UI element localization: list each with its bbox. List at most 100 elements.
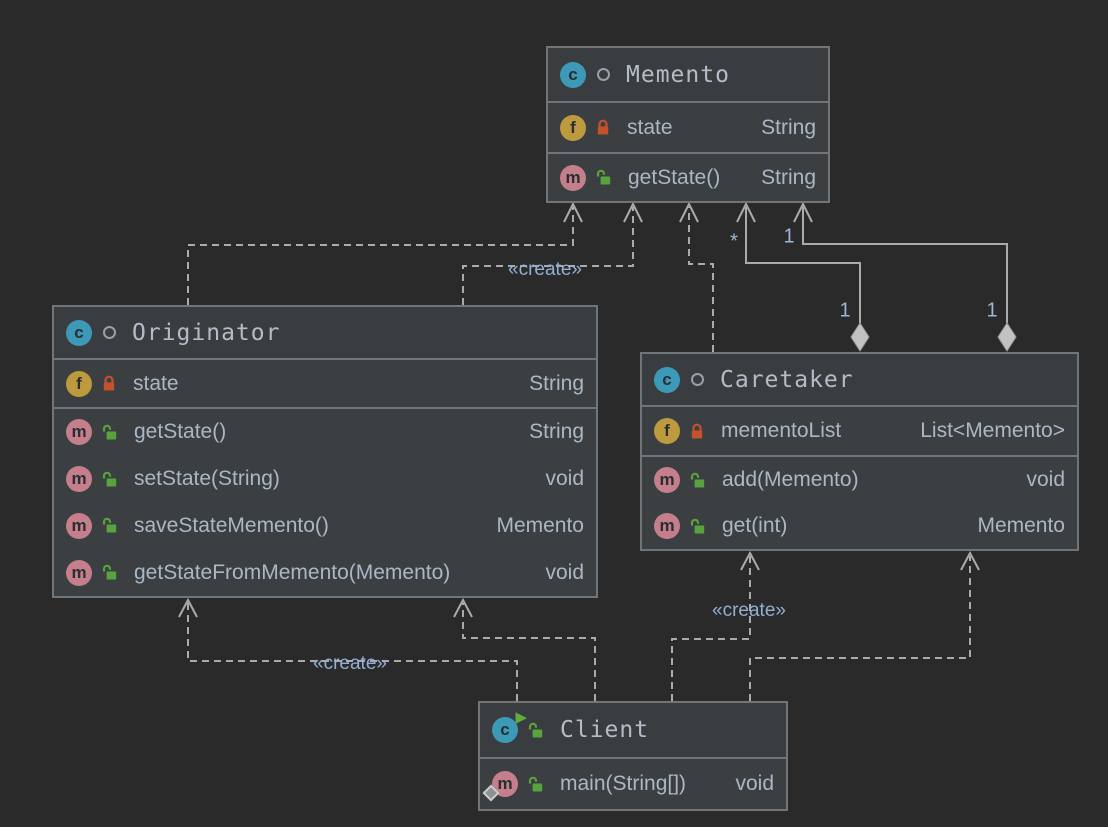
fields-section: f mementoList List<Memento>	[642, 407, 1077, 457]
multiplicity-label: 1	[986, 299, 998, 322]
static-method-icon: m	[482, 771, 518, 802]
member-type: void	[545, 467, 584, 491]
class-box-client[interactable]: c ▶ Client m main(String[]) void	[478, 701, 788, 811]
public-lock-icon	[101, 471, 118, 488]
method-icon: m	[654, 467, 680, 493]
field-icon: f	[654, 418, 680, 444]
method-icon: m	[560, 164, 586, 191]
member-name: getState()	[134, 420, 227, 444]
run-overlay-icon: ▶	[515, 708, 527, 726]
visibility-ring-icon	[103, 326, 116, 339]
methods-section: m getState() String	[548, 154, 828, 201]
member-name: main(String[])	[560, 772, 687, 795]
member-type: String	[761, 165, 816, 189]
edge-aggregation-caretaker-memento-1	[736, 201, 870, 352]
member-name: mementoList	[721, 419, 842, 442]
member-name: state	[627, 115, 673, 139]
public-lock-icon	[101, 517, 118, 534]
edge-create-client-caretaker	[671, 550, 760, 701]
edge-dependency-client-originator	[453, 597, 596, 701]
class-name: Originator	[132, 319, 281, 346]
class-icon: c	[66, 319, 92, 346]
edge-create-originator-memento	[462, 201, 643, 305]
member-name: saveStateMemento()	[134, 513, 329, 537]
visibility-ring-icon	[597, 68, 610, 81]
member-type: Memento	[496, 513, 584, 537]
field-icon: f	[560, 114, 586, 141]
class-box-originator[interactable]: c Originator f state String m getState()	[52, 305, 598, 598]
method-icon: m	[66, 419, 92, 446]
methods-section: m getState() String m setState(String) v…	[54, 409, 596, 596]
method-row[interactable]: m get(int) Memento	[642, 503, 1077, 549]
edge-create-client-originator	[178, 597, 518, 701]
member-type: void	[735, 772, 774, 795]
member-type: String	[761, 115, 816, 139]
method-row[interactable]: m getState() String	[548, 154, 828, 201]
public-lock-icon	[527, 776, 544, 793]
runnable-class-icon: c ▶	[492, 710, 527, 743]
member-type: String	[529, 371, 584, 395]
methods-section: m main(String[]) void	[480, 759, 786, 809]
edge-dependency-client-caretaker	[749, 550, 980, 701]
member-name: state	[133, 371, 179, 395]
member-type: Memento	[977, 514, 1065, 537]
edge-dependency-originator-memento	[187, 201, 583, 305]
private-lock-icon	[595, 119, 611, 136]
edge-dependency-caretaker-memento	[679, 201, 714, 352]
member-type: String	[529, 420, 584, 444]
public-lock-icon	[527, 722, 544, 739]
public-lock-icon	[101, 564, 118, 581]
method-icon: m	[66, 512, 92, 539]
field-row[interactable]: f mementoList List<Memento>	[642, 407, 1077, 455]
edge-aggregation-caretaker-memento-2	[793, 201, 1017, 352]
class-box-memento[interactable]: c Memento f state String m getState() St	[546, 46, 830, 203]
create-label: «create»	[712, 600, 786, 621]
multiplicity-label: 1	[839, 299, 851, 322]
multiplicity-label: *	[730, 230, 738, 253]
method-icon: m	[66, 466, 92, 493]
field-row[interactable]: f state String	[54, 360, 596, 407]
member-type: List<Memento>	[920, 419, 1065, 442]
class-name: Caretaker	[720, 366, 854, 393]
method-row[interactable]: m saveStateMemento() Memento	[54, 503, 596, 550]
fields-section: f state String	[54, 360, 596, 409]
method-icon: m	[66, 559, 92, 586]
class-name: Client	[560, 717, 650, 743]
private-lock-icon	[689, 423, 705, 440]
public-lock-icon	[595, 169, 612, 186]
public-lock-icon	[689, 472, 706, 489]
member-name: get(int)	[722, 514, 788, 537]
member-name: add(Memento)	[722, 468, 859, 491]
create-label: «create»	[508, 259, 582, 280]
member-name: getState()	[628, 165, 721, 189]
member-type: void	[545, 560, 584, 584]
visibility-ring-icon	[691, 373, 704, 386]
method-row[interactable]: m getState() String	[54, 409, 596, 456]
create-label: «create»	[313, 653, 387, 674]
public-lock-icon	[689, 518, 706, 535]
class-box-caretaker[interactable]: c Caretaker f mementoList List<Memento> …	[640, 352, 1079, 551]
class-header[interactable]: c Originator	[54, 307, 596, 360]
field-row[interactable]: f state String	[548, 103, 828, 152]
method-icon: m	[654, 513, 680, 539]
class-name: Memento	[626, 61, 730, 88]
field-icon: f	[66, 370, 92, 397]
member-name: setState(String)	[134, 467, 280, 491]
private-lock-icon	[101, 375, 117, 392]
method-row[interactable]: m main(String[]) void	[480, 759, 786, 809]
class-header[interactable]: c Memento	[548, 48, 828, 103]
multiplicity-label: 1	[783, 225, 795, 248]
member-name: getStateFromMemento(Memento)	[134, 560, 451, 584]
member-type: void	[1026, 468, 1065, 491]
class-header[interactable]: c Caretaker	[642, 354, 1077, 407]
class-header[interactable]: c ▶ Client	[480, 703, 786, 759]
methods-section: m add(Memento) void m get(int) Memento	[642, 457, 1077, 549]
method-row[interactable]: m add(Memento) void	[642, 457, 1077, 503]
class-icon: c	[560, 61, 586, 88]
method-row[interactable]: m setState(String) void	[54, 456, 596, 503]
method-row[interactable]: m getStateFromMemento(Memento) void	[54, 549, 596, 596]
fields-section: f state String	[548, 103, 828, 154]
class-icon: c	[654, 366, 680, 393]
